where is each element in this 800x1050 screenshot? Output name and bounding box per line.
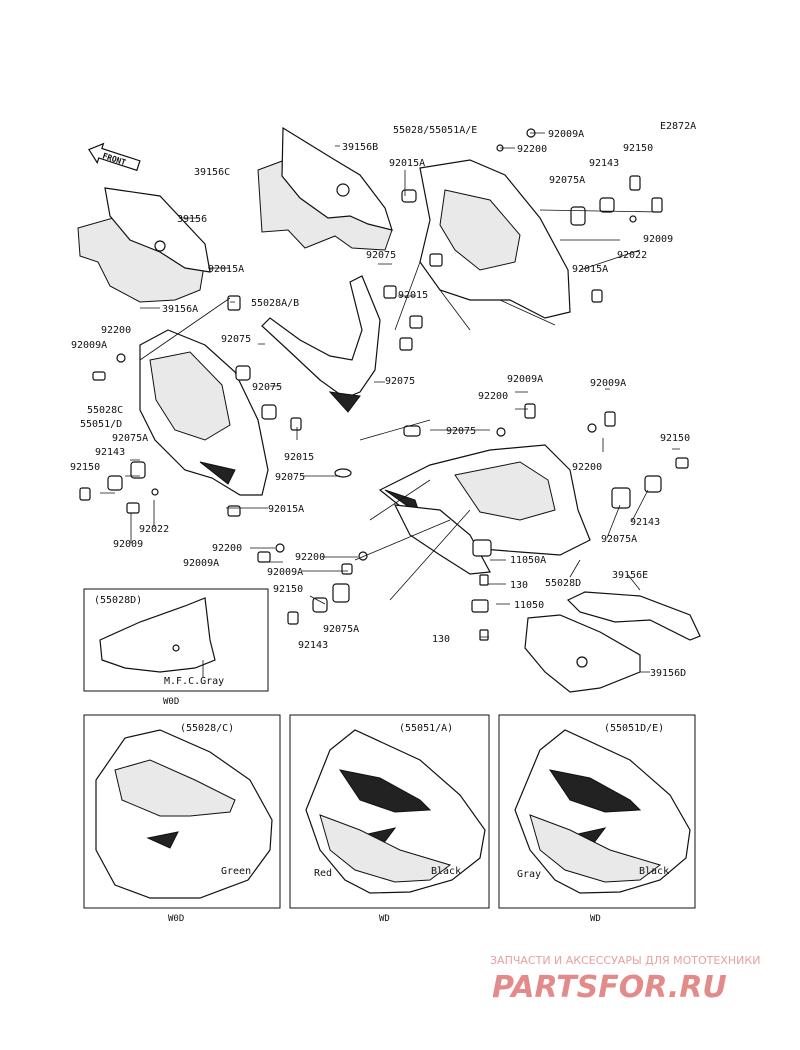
- label-39156a: 39156A: [162, 304, 198, 315]
- inset-1-model: W0D: [168, 914, 184, 924]
- label-92150-right: 92150: [660, 433, 690, 444]
- inset-2-color-1: Red: [314, 868, 332, 879]
- inset-3-code: (55051D/E): [604, 723, 664, 734]
- label-55028ab: 55028A/B: [251, 298, 299, 309]
- inset-55051de: (55051D/E) Gray Black WD: [498, 714, 696, 924]
- label-92200-top: 92200: [517, 144, 547, 155]
- front-arrow-icon: FRONT: [88, 142, 141, 172]
- label-55028d: 55028D: [545, 578, 581, 589]
- fasteners: [79, 128, 689, 641]
- inner-panel-39156: [77, 187, 211, 303]
- label-92200-right: 92200: [572, 462, 602, 473]
- inset-3-color-1: Gray: [517, 869, 541, 880]
- label-11050a: 11050A: [510, 555, 546, 566]
- label-92009-top: 92009: [643, 234, 673, 245]
- label-92075-a: 92075: [366, 250, 396, 261]
- inset-small-color: M.F.C.Gray: [164, 676, 224, 687]
- inner-panel-39156e: [566, 591, 701, 641]
- label-130-b: 130: [432, 634, 450, 645]
- label-39156e: 39156E: [612, 570, 648, 581]
- inset-55028c: (55028/C) Green W0D: [83, 714, 281, 924]
- part-labels: 55028/55051A/E 92009A 92200 39156B 92015…: [70, 125, 690, 679]
- inset-55051a: (55051/A) Red Black WD: [289, 714, 490, 924]
- diagram-code: E2872A: [660, 121, 696, 132]
- inset-55028d: (55028D) M.F.C.Gray W0D: [83, 588, 269, 707]
- label-92009a-mid: 92009A: [507, 374, 543, 385]
- label-92015-mid: 92015: [398, 290, 428, 301]
- upper-fairing-55028: [394, 159, 571, 331]
- label-130-a: 130: [510, 580, 528, 591]
- label-55028-55051ae: 55028/55051A/E: [393, 125, 477, 136]
- inset-1-code: (55028/C): [180, 723, 234, 734]
- label-92143-left: 92143: [95, 447, 125, 458]
- side-cowl-right: [378, 444, 591, 556]
- inner-panel-39156d: [524, 614, 641, 693]
- inset-2-model: WD: [379, 914, 390, 924]
- label-92022-left: 92022: [139, 524, 169, 535]
- label-92075-e: 92075: [275, 472, 305, 483]
- label-55051d: 55051/D: [80, 419, 122, 430]
- label-92009a-left: 92009A: [71, 340, 107, 351]
- leader-lines: [100, 132, 680, 673]
- label-39156b: 39156B: [342, 142, 378, 153]
- inset-2-code: (55051/A): [399, 723, 453, 734]
- inset-2-color-2: Black: [431, 866, 461, 877]
- label-92075-f: 92075: [446, 426, 476, 437]
- label-92200-mid: 92200: [478, 391, 508, 402]
- watermark-brand: PARTSFOR.RU: [492, 970, 727, 1005]
- label-92075a-top: 92075A: [549, 175, 585, 186]
- inset-small-model: W0D: [163, 697, 179, 707]
- label-92143-right: 92143: [630, 517, 660, 528]
- label-92015a-left: 92015A: [208, 264, 244, 275]
- label-92075a-left: 92075A: [112, 433, 148, 444]
- label-92075-d: 92075: [252, 382, 282, 393]
- watermark: ЗАПЧАСТИ И АКСЕССУАРЫ ДЛЯ МОТОТЕХНИКИ PA…: [490, 954, 760, 1005]
- label-92143-top: 92143: [589, 158, 619, 169]
- label-92150-left: 92150: [70, 462, 100, 473]
- label-92009a-right: 92009A: [590, 378, 626, 389]
- label-92009a-low2: 92009A: [267, 567, 303, 578]
- label-11050: 11050: [514, 600, 544, 611]
- label-39156d: 39156D: [650, 668, 686, 679]
- inner-panel-39156c: [257, 126, 393, 251]
- label-92200-low2: 92200: [295, 552, 325, 563]
- inset-3-model: WD: [590, 914, 601, 924]
- inset-3-color-2: Black: [639, 866, 669, 877]
- label-39156c: 39156C: [194, 167, 230, 178]
- label-92022-top: 92022: [617, 250, 647, 261]
- label-92015a-right: 92015A: [572, 264, 608, 275]
- label-92075-c: 92075: [385, 376, 415, 387]
- label-92143-low: 92143: [298, 640, 328, 651]
- label-92200-low1: 92200: [212, 543, 242, 554]
- label-92150-low: 92150: [273, 584, 303, 595]
- inset-small-code: (55028D): [94, 595, 142, 606]
- label-92009a-low: 92009A: [183, 558, 219, 569]
- side-cowl-left: [139, 329, 269, 496]
- label-92075a-low: 92075A: [323, 624, 359, 635]
- label-92200-left: 92200: [101, 325, 131, 336]
- watermark-tagline: ЗАПЧАСТИ И АКСЕССУАРЫ ДЛЯ МОТОТЕХНИКИ: [490, 954, 760, 967]
- label-92009-left: 92009: [113, 539, 143, 550]
- label-92009a-top: 92009A: [548, 129, 584, 140]
- label-92075a-right: 92075A: [601, 534, 637, 545]
- lower-cowl-piece: [393, 504, 491, 575]
- label-39156: 39156: [177, 214, 207, 225]
- label-92015a-low: 92015A: [268, 504, 304, 515]
- inset-1-color-1: Green: [221, 866, 251, 877]
- label-55028c: 55028C: [87, 405, 123, 416]
- label-92150-top: 92150: [623, 143, 653, 154]
- label-92075-b: 92075: [221, 334, 251, 345]
- label-92015-low: 92015: [284, 452, 314, 463]
- front-label: FRONT: [101, 151, 127, 167]
- nose-cowl-55028ab: [261, 275, 381, 413]
- label-92015a-top: 92015A: [389, 158, 425, 169]
